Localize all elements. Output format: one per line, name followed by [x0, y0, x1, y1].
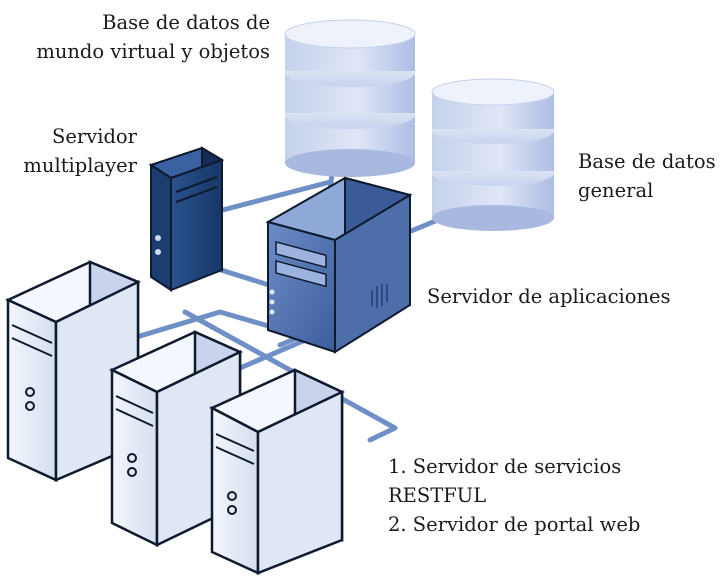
- multiplayer-server-icon: [148, 146, 225, 292]
- link-network-cross: [107, 309, 313, 371]
- link-network-loop: [182, 309, 398, 443]
- label-multiplayer-server-line1: Servidor: [51, 125, 137, 148]
- database-general-icon: [431, 78, 555, 231]
- label-application-server-text: Servidor de aplicaciones: [427, 285, 671, 308]
- label-service-servers-line2: RESTFUL: [388, 484, 487, 507]
- label-multiplayer-server: Servidor multiplayer: [23, 122, 137, 180]
- label-multiplayer-server-line2: multiplayer: [23, 154, 137, 177]
- label-database-world-line1: Base de datos de: [102, 11, 270, 34]
- database-world-icon: [284, 19, 416, 177]
- label-service-servers: 1. Servidor de servicios RESTFUL 2. Serv…: [388, 452, 640, 539]
- label-service-servers-line1: 1. Servidor de servicios: [388, 455, 622, 478]
- label-database-general-line2: general: [578, 179, 654, 202]
- label-database-general: Base de datos general: [578, 147, 716, 205]
- label-service-servers-line3: 2. Servidor de portal web: [388, 513, 641, 536]
- application-server-icon: [265, 176, 413, 354]
- label-application-server: Servidor de aplicaciones: [427, 282, 671, 311]
- link-multiplayer-db: [212, 179, 333, 215]
- label-database-world: Base de datos de mundo virtual y objetos: [36, 8, 270, 66]
- web-server-right-icon: [209, 368, 345, 575]
- label-database-general-line1: Base de datos: [578, 150, 716, 173]
- label-database-world-line2: mundo virtual y objetos: [36, 40, 270, 63]
